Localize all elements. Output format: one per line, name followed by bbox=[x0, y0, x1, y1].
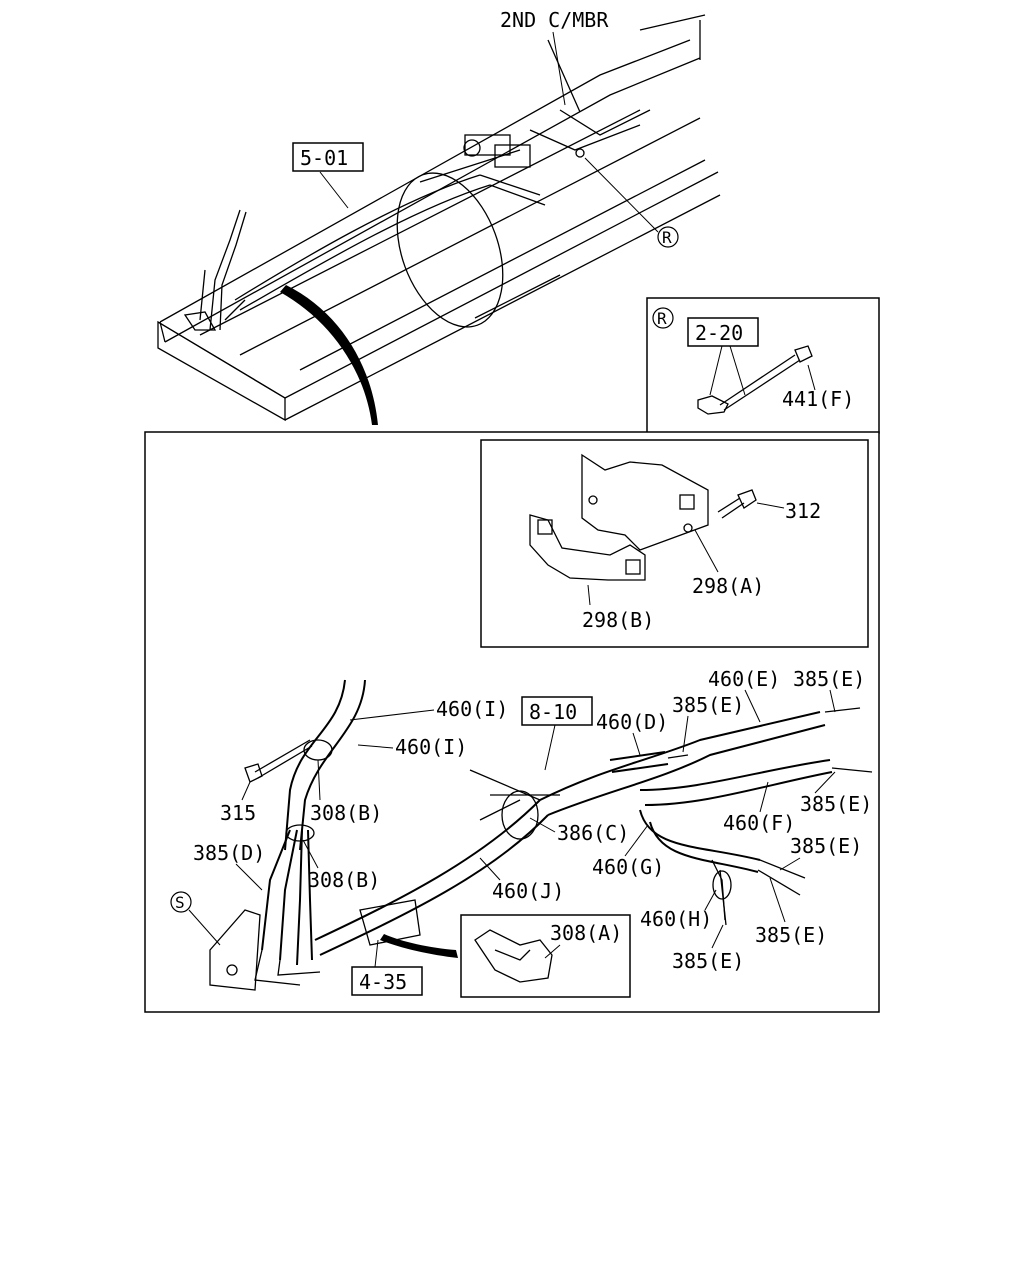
part-386c-label: 386(C) bbox=[557, 821, 629, 845]
mark-s-label: S bbox=[175, 893, 185, 912]
part-308a-label: 308(A) bbox=[550, 921, 622, 945]
part-441f-label: 441(F) bbox=[782, 387, 854, 411]
inset-r-box bbox=[646, 297, 880, 434]
part-308b-1-label: 308(B) bbox=[310, 801, 382, 825]
part-460e-top-label: 460(E) bbox=[708, 667, 780, 691]
part-315-label: 315 bbox=[220, 801, 256, 825]
part-298a-label: 298(A) bbox=[692, 574, 764, 598]
second-crossmember-label: 2ND C/MBR bbox=[500, 8, 609, 32]
ref-5-01-label: 5-01 bbox=[300, 146, 348, 170]
clip-308a-inset-box bbox=[460, 914, 631, 998]
bracket-drawing bbox=[529, 453, 757, 581]
part-460g-label: 460(G) bbox=[592, 855, 664, 879]
ref-8-10-label: 8-10 bbox=[529, 700, 577, 724]
part-385e-f-label: 385(E) bbox=[800, 792, 872, 816]
ref-box-2-20 bbox=[687, 317, 759, 347]
chassis-frame-view bbox=[157, 14, 721, 425]
part-460j-label: 460(J) bbox=[492, 879, 564, 903]
bracket-inset-box bbox=[480, 439, 869, 648]
part-385e-top-label: 385(E) bbox=[793, 667, 865, 691]
part-308b-2-label: 308(B) bbox=[308, 868, 380, 892]
part-460d-label: 460(D) bbox=[596, 710, 668, 734]
part-385e-h-label: 385(E) bbox=[672, 949, 744, 973]
part-385e-g-label: 385(E) bbox=[790, 834, 862, 858]
part-298b-label: 298(B) bbox=[582, 608, 654, 632]
part-460i-2-label: 460(I) bbox=[395, 735, 467, 759]
part-460f-label: 460(F) bbox=[723, 811, 795, 835]
part-385e-d-label: 385(E) bbox=[672, 693, 744, 717]
ref-box-5-01 bbox=[292, 142, 364, 172]
part-460i-1-label: 460(I) bbox=[436, 697, 508, 721]
part-460h-label: 460(H) bbox=[640, 907, 712, 931]
part-385d-label: 385(D) bbox=[193, 841, 265, 865]
mark-r-inset-label: R bbox=[657, 309, 667, 328]
ref-4-35-label: 4-35 bbox=[359, 970, 407, 994]
ref-2-20-label: 2-20 bbox=[695, 321, 743, 345]
harness-drawing bbox=[209, 679, 873, 991]
part-312-label: 312 bbox=[785, 499, 821, 523]
mark-r-top-label: R bbox=[662, 228, 672, 247]
ref-box-4-35 bbox=[351, 966, 423, 996]
part-385e-last-label: 385(E) bbox=[755, 923, 827, 947]
ref-box-8-10 bbox=[521, 696, 593, 726]
mark-r-circle bbox=[657, 226, 679, 248]
